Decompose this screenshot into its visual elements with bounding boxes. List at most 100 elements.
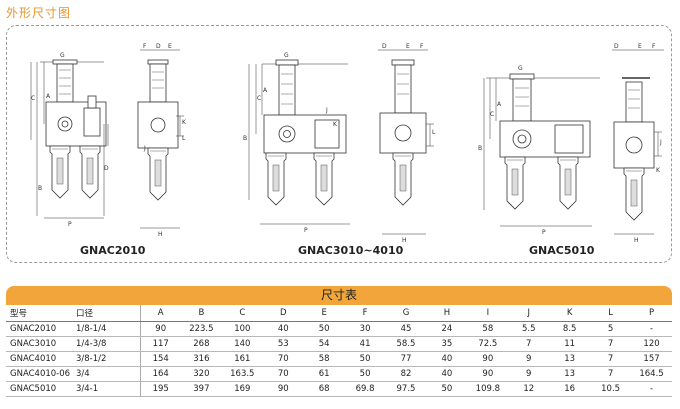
dimension-cell: 90 xyxy=(467,366,509,382)
svg-text:E: E xyxy=(638,43,642,50)
dimension-cell: 16 xyxy=(549,381,591,397)
svg-text:B: B xyxy=(243,135,247,142)
dimension-cell: 82 xyxy=(385,366,427,382)
svg-text:H: H xyxy=(402,237,407,244)
dimension-cell: G xyxy=(385,305,427,322)
dimension-cell: 35 xyxy=(426,336,468,352)
svg-text:J: J xyxy=(659,139,662,146)
dimension-cell: 7 xyxy=(590,336,632,352)
dimension-cell: 5 xyxy=(590,321,632,337)
dimension-cell: B xyxy=(180,305,222,322)
port-size-cell: 3/4 xyxy=(68,366,141,382)
dimension-cell: 316 xyxy=(180,351,222,367)
dimension-cell: 97.5 xyxy=(385,381,427,397)
dimension-cell: 50 xyxy=(303,321,345,337)
dimension-cell: - xyxy=(631,381,672,397)
dimension-cell: 90 xyxy=(262,381,304,397)
dimension-cell: 163.5 xyxy=(221,366,263,382)
svg-text:J: J xyxy=(143,145,146,152)
svg-text:E: E xyxy=(168,43,172,50)
dimension-cell: 54 xyxy=(303,336,345,352)
dimension-cell: 223.5 xyxy=(180,321,222,337)
drawing-gnac2010-front: G A C B P D xyxy=(30,52,109,228)
drawing-gnac5010-side: D E F J K H xyxy=(612,43,664,244)
dimension-cell: 41 xyxy=(344,336,386,352)
model-cell: GNAC2010 xyxy=(6,321,68,337)
dimension-cell: C xyxy=(221,305,263,322)
svg-text:P: P xyxy=(304,227,308,234)
dimension-cell: 90 xyxy=(467,351,509,367)
dimension-cell: 77 xyxy=(385,351,427,367)
port-size-cell: 3/8-1/2 xyxy=(68,351,141,367)
model-cell: 型号 xyxy=(6,305,68,322)
section-title: 外形尺寸图 xyxy=(6,6,72,20)
svg-text:K: K xyxy=(333,121,338,128)
dimension-cell: 50 xyxy=(426,381,468,397)
dimension-cell: 7 xyxy=(590,351,632,367)
svg-text:K: K xyxy=(656,167,661,174)
dimension-cell: 397 xyxy=(180,381,222,397)
dimension-cell: 195 xyxy=(140,381,181,397)
dimension-cell: 90 xyxy=(140,321,181,337)
dimension-cell: J xyxy=(508,305,550,322)
dimension-cell: 50 xyxy=(344,351,386,367)
dimension-cell: 12 xyxy=(508,381,550,397)
drawing-gnac3010-front: G C B A J K P xyxy=(243,52,350,234)
dimension-cell: 53 xyxy=(262,336,304,352)
dimension-drawing-panel xyxy=(6,25,672,263)
port-size-cell: 1/4-3/8 xyxy=(68,336,141,352)
dimension-cell: 10.5 xyxy=(590,381,632,397)
dimension-cell: D xyxy=(262,305,304,322)
svg-text:H: H xyxy=(158,231,163,238)
svg-text:G: G xyxy=(518,65,523,72)
dimension-cell: 164 xyxy=(140,366,181,382)
dimension-cell: 320 xyxy=(180,366,222,382)
dimension-cell: 8.5 xyxy=(549,321,591,337)
caption-gnac2010: GNAC2010 xyxy=(80,244,146,257)
dimension-cell: 40 xyxy=(426,366,468,382)
dimension-cell: 69.8 xyxy=(344,381,386,397)
svg-text:G: G xyxy=(284,52,289,59)
model-cell: GNAC4010-06 xyxy=(6,366,70,382)
model-cell: GNAC4010 xyxy=(6,351,68,367)
table-title: 尺寸表 xyxy=(6,286,672,305)
drawing-gnac3010-side: D E F L H xyxy=(378,43,436,244)
dimension-cell: 140 xyxy=(221,336,263,352)
dimension-cell: 13 xyxy=(549,351,591,367)
svg-text:K: K xyxy=(182,119,187,126)
svg-text:J: J xyxy=(325,107,328,114)
svg-text:G: G xyxy=(60,52,65,59)
dimension-cell: 24 xyxy=(426,321,468,337)
port-size-cell: 3/4-1 xyxy=(68,381,141,397)
svg-text:D: D xyxy=(614,43,619,50)
svg-text:H: H xyxy=(634,237,639,244)
dimension-cell: 161 xyxy=(221,351,263,367)
dimension-cell: H xyxy=(426,305,468,322)
dimension-cell: 70 xyxy=(262,351,304,367)
dimension-cell: 70 xyxy=(262,366,304,382)
dimension-cell: L xyxy=(590,305,632,322)
dimension-cell: 117 xyxy=(140,336,181,352)
dimension-cell: F xyxy=(344,305,386,322)
dimension-cell: 68 xyxy=(303,381,345,397)
svg-text:C: C xyxy=(31,95,35,102)
svg-text:B: B xyxy=(38,185,42,192)
dimension-cell: 7 xyxy=(590,366,632,382)
svg-text:C: C xyxy=(490,111,494,118)
dimension-cell: 268 xyxy=(180,336,222,352)
dimension-cell: 58 xyxy=(303,351,345,367)
svg-text:L: L xyxy=(432,129,436,136)
port-size-cell: 1/8-1/4 xyxy=(68,321,141,337)
dimension-cell: 9 xyxy=(508,366,550,382)
model-cell: GNAC3010 xyxy=(6,336,68,352)
dimension-cell: 11 xyxy=(549,336,591,352)
dimension-cell: 58.5 xyxy=(385,336,427,352)
dimension-cell: P xyxy=(631,305,672,322)
svg-text:F: F xyxy=(652,43,656,50)
